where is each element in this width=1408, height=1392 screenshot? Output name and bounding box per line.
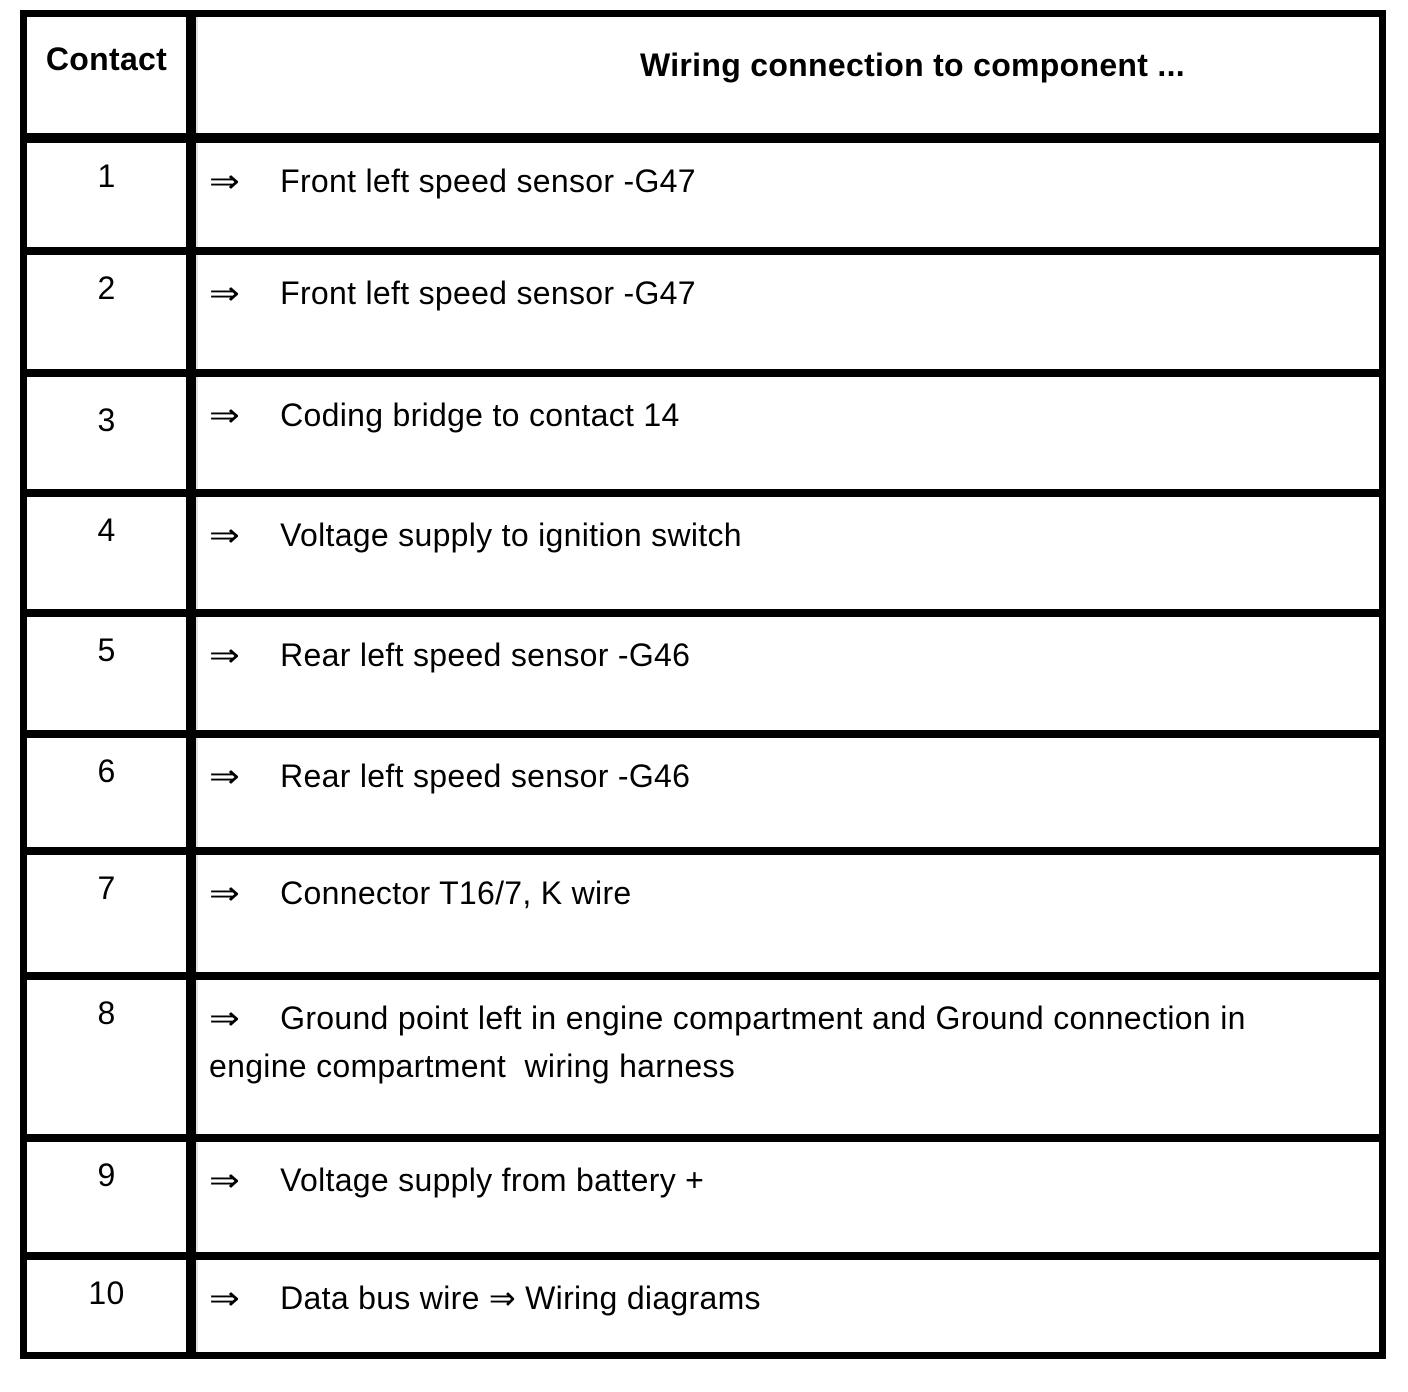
contact-number: 10 xyxy=(88,1275,125,1311)
contact-number: 9 xyxy=(97,1157,116,1193)
table-row-9: 9 ⇒ Voltage supply from battery + xyxy=(27,1142,1379,1260)
double-arrow-icon: ⇒ xyxy=(209,163,241,199)
row-description: Connector T16/7, K wire xyxy=(280,875,632,911)
table-row-5: 5 ⇒ Rear left speed sensor -G46 xyxy=(27,617,1379,738)
contact-number: 6 xyxy=(97,753,116,789)
double-arrow-icon: ⇒ xyxy=(209,517,241,553)
table-row-6: 6 ⇒ Rear left speed sensor -G46 xyxy=(27,738,1379,855)
wiring-connection-table: Contact Wiring connection to component .… xyxy=(20,10,1386,1359)
double-arrow-icon: ⇒ xyxy=(209,637,241,673)
row-description: Ground point left in engine compartment … xyxy=(209,1000,1255,1084)
table-row-2: 2 ⇒ Front left speed sensor -G47 xyxy=(27,255,1379,377)
double-arrow-icon: ⇒ xyxy=(209,758,241,794)
table-row-10: 10 ⇒ Data bus wire ⇒ Wiring diagrams xyxy=(27,1260,1379,1352)
contact-column-header: Contact xyxy=(45,41,168,77)
contact-number: 7 xyxy=(97,870,116,906)
description-cell: ⇒ Coding bridge to contact 14 xyxy=(186,377,1379,489)
table-header-row: Contact Wiring connection to component .… xyxy=(27,17,1379,143)
table-row-1: 1 ⇒ Front left speed sensor -G47 xyxy=(27,143,1379,255)
description-cell: ⇒Ground point left in engine compartment… xyxy=(186,980,1379,1134)
description-cell: ⇒ Data bus wire ⇒ Wiring diagrams xyxy=(186,1260,1379,1352)
contact-number: 3 xyxy=(97,402,116,438)
table-row-8: 8 ⇒Ground point left in engine compartme… xyxy=(27,980,1379,1142)
contact-number: 4 xyxy=(97,512,116,548)
description-cell: ⇒ Front left speed sensor -G47 xyxy=(186,143,1379,247)
contact-number: 2 xyxy=(97,270,116,306)
double-arrow-icon: ⇒ xyxy=(209,275,241,311)
description-cell: ⇒ Rear left speed sensor -G46 xyxy=(186,617,1379,730)
wiring-column-header: Wiring connection to component ... xyxy=(186,17,1379,133)
description-cell: ⇒ Rear left speed sensor -G46 xyxy=(186,738,1379,847)
description-cell: ⇒ Voltage supply to ignition switch xyxy=(186,497,1379,609)
row-description: Coding bridge to contact 14 xyxy=(280,397,680,433)
row-description: Voltage supply to ignition switch xyxy=(280,517,742,553)
contact-number: 8 xyxy=(97,995,116,1031)
double-arrow-icon: ⇒ xyxy=(209,397,241,433)
description-cell: ⇒ Voltage supply from battery + xyxy=(186,1142,1379,1252)
description-cell: ⇒ Front left speed sensor -G47 xyxy=(186,255,1379,369)
row-description: Rear left speed sensor -G46 xyxy=(280,637,691,673)
table-row-3: 3 ⇒ Coding bridge to contact 14 xyxy=(27,377,1379,497)
table-row-7: 7 ⇒ Connector T16/7, K wire xyxy=(27,855,1379,980)
row-description: Front left speed sensor -G47 xyxy=(280,275,696,311)
contact-number: 5 xyxy=(97,632,116,668)
contact-number: 1 xyxy=(97,158,116,194)
row-description: Voltage supply from battery + xyxy=(280,1162,705,1198)
row-description: Data bus wire ⇒ Wiring diagrams xyxy=(280,1280,761,1316)
double-arrow-icon: ⇒ xyxy=(209,875,241,911)
description-cell: ⇒ Connector T16/7, K wire xyxy=(186,855,1379,972)
double-arrow-icon: ⇒ xyxy=(209,1162,241,1198)
table-row-4: 4 ⇒ Voltage supply to ignition switch xyxy=(27,497,1379,617)
double-arrow-icon: ⇒ xyxy=(209,1280,241,1316)
row-description: Front left speed sensor -G47 xyxy=(280,163,696,199)
row-description: Rear left speed sensor -G46 xyxy=(280,758,691,794)
double-arrow-icon: ⇒ xyxy=(209,1000,241,1036)
